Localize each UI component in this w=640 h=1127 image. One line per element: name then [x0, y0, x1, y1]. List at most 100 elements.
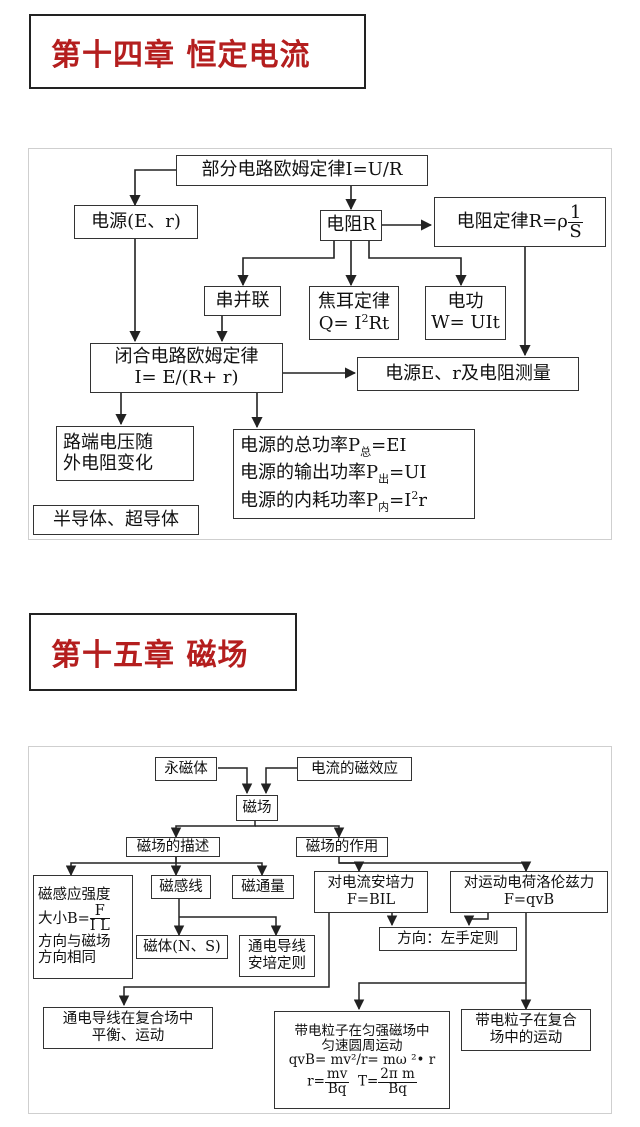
series-parallel-node: 串并联 [204, 286, 281, 316]
semiconductor-node: 半导体、超导体 [33, 505, 199, 535]
field-lines-label: 磁感线 [159, 878, 203, 895]
lines-magnet-label: 磁体(N、S) [143, 938, 221, 955]
resistor-label: 电阻R [326, 214, 376, 236]
power-in-sub: 内 [378, 500, 390, 514]
action-label: 磁场的作用 [305, 838, 379, 855]
terminal-voltage-line1: 路端电压随 [63, 431, 153, 453]
power-internal: 电源的内耗功率P内=I2r [240, 488, 427, 516]
chapter14-title: 第十四章 恒定电流 [51, 37, 311, 73]
lorentz-node: 对运动电荷洛伦兹力 F=qvB [450, 871, 608, 913]
joule-formula-row: Q= I2Rt [318, 312, 390, 335]
work-title: 电功 [447, 291, 484, 313]
induction-den: I L [89, 918, 110, 935]
joule-title: 焦耳定律 [318, 290, 390, 312]
direction-label: 方向：左手定则 [397, 930, 499, 947]
power-in-end: r [418, 489, 427, 511]
circular-r-den: Bq [327, 1080, 347, 1097]
chapter14-diagram: 部分电路欧姆定律I=U/R 电源(E、r) 电阻R 电阻定律R=ρ 1 S 串并… [28, 148, 612, 540]
induction-size: 大小B= [38, 910, 90, 927]
measure-node: 电源E、r及电阻测量 [357, 357, 579, 391]
joule-tail: Rt [368, 312, 390, 334]
current-effect-node: 电流的磁效应 [297, 757, 412, 781]
closed-circuit-title: 闭合电路欧姆定律 [114, 346, 259, 368]
induction-dir2: 方向相同 [38, 950, 96, 967]
ohm-partial-label: 部分电路欧姆定律I=U/R [201, 159, 403, 181]
field-lines-node: 磁感线 [151, 875, 211, 899]
description-node: 磁场的描述 [126, 837, 220, 857]
lines-magnet-node: 磁体(N、S) [136, 935, 228, 959]
lorentz-formula: F=qvB [503, 892, 555, 908]
description-label: 磁场的描述 [136, 838, 210, 855]
power-in-label: 电源的内耗功率P [240, 489, 379, 511]
work-formula: W= UIt [431, 312, 500, 333]
chapter15-connectors [65, 767, 532, 1011]
resistance-law-node: 电阻定律R=ρ 1 S [434, 197, 606, 247]
semiconductor-label: 半导体、超导体 [53, 508, 179, 530]
power-total-sub: 总 [360, 445, 372, 459]
chapter15-title: 第十五章 磁场 [51, 638, 249, 673]
induction-num: F [89, 904, 110, 920]
resistance-law-den: S [569, 220, 582, 242]
current-effect-label: 电流的磁效应 [311, 760, 398, 777]
composite-wire-line1: 通电导线在复合场中 [62, 1011, 194, 1028]
particle-composite-line2: 场中的运动 [489, 1030, 563, 1046]
lorentz-title: 对运动电荷洛伦兹力 [463, 875, 595, 892]
field-node: 磁场 [236, 795, 278, 821]
resistance-law-label: 电阻定律R=ρ [456, 210, 568, 232]
circular-r-num: mv [324, 1066, 350, 1083]
circular-T-den: Bq [388, 1080, 407, 1097]
resistance-law-fraction: 1 S [567, 201, 584, 242]
chapter15-title-box: 第十五章 磁场 [29, 613, 297, 691]
source-node: 电源(E、r) [74, 205, 198, 239]
circular-r: r= [307, 1073, 325, 1090]
work-node: 电功 W= UIt [425, 286, 506, 340]
ampere-formula: F=BIL [346, 892, 396, 908]
power-in-tail: =I [389, 489, 412, 511]
ohm-partial-node: 部分电路欧姆定律I=U/R [176, 155, 428, 186]
ampere-node: 对电流安培力 F=BIL [314, 871, 428, 913]
magnet-node: 永磁体 [155, 757, 217, 781]
joule-formula: Q= I [318, 312, 362, 334]
circular-line3: qvB= mv²/r= mω ²• r [288, 1052, 436, 1069]
flux-node: 磁通量 [232, 875, 294, 899]
power-total-label: 电源的总功率P [240, 434, 361, 456]
circular-motion-node: 带电粒子在匀强磁场中 匀速圆周运动 qvB= mv²/r= mω ²• r r=… [274, 1011, 450, 1109]
joule-node: 焦耳定律 Q= I2Rt [309, 286, 399, 340]
circular-line1: 带电粒子在匀强磁场中 [294, 1022, 430, 1039]
power-in-exp: 2 [411, 488, 419, 502]
power-out-tail: =UI [389, 462, 427, 484]
resistor-node: 电阻R [320, 210, 382, 241]
composite-wire-line2: 平衡、运动 [91, 1028, 165, 1044]
measure-label: 电源E、r及电阻测量 [385, 362, 551, 384]
field-label: 磁场 [242, 799, 272, 816]
circular-T: T= [357, 1073, 379, 1090]
power-node: 电源的总功率P总=EI 电源的输出功率P出=UI 电源的内耗功率P内=I2r [233, 429, 475, 519]
action-node: 磁场的作用 [296, 837, 388, 857]
composite-wire-node: 通电导线在复合场中 平衡、运动 [43, 1007, 213, 1049]
wire-rule-node: 通电导线 安培定则 [239, 935, 315, 977]
source-label: 电源(E、r) [91, 210, 181, 232]
power-out-label: 电源的输出功率P [240, 462, 379, 484]
induction-title: 磁感应强度 [38, 886, 111, 903]
chapter14-title-box: 第十四章 恒定电流 [29, 14, 366, 89]
wire-rule-line2: 安培定则 [248, 956, 306, 972]
resistance-law-num: 1 [567, 201, 584, 223]
power-total: 电源的总功率P总=EI [240, 433, 406, 461]
power-output: 电源的输出功率P出=UI [240, 460, 427, 488]
chapter14-connectors [115, 169, 531, 429]
power-total-tail: =EI [371, 434, 407, 456]
flux-label: 磁通量 [241, 878, 285, 895]
particle-composite-line1: 带电粒子在复合 [475, 1013, 577, 1030]
closed-circuit-node: 闭合电路欧姆定律 I= E/(R+ r) [90, 343, 283, 393]
magnet-label: 永磁体 [164, 760, 208, 777]
terminal-voltage-node: 路端电压随 外电阻变化 [56, 426, 194, 481]
ampere-title: 对电流安培力 [327, 875, 415, 892]
circular-T-num: 2π m [378, 1066, 417, 1083]
